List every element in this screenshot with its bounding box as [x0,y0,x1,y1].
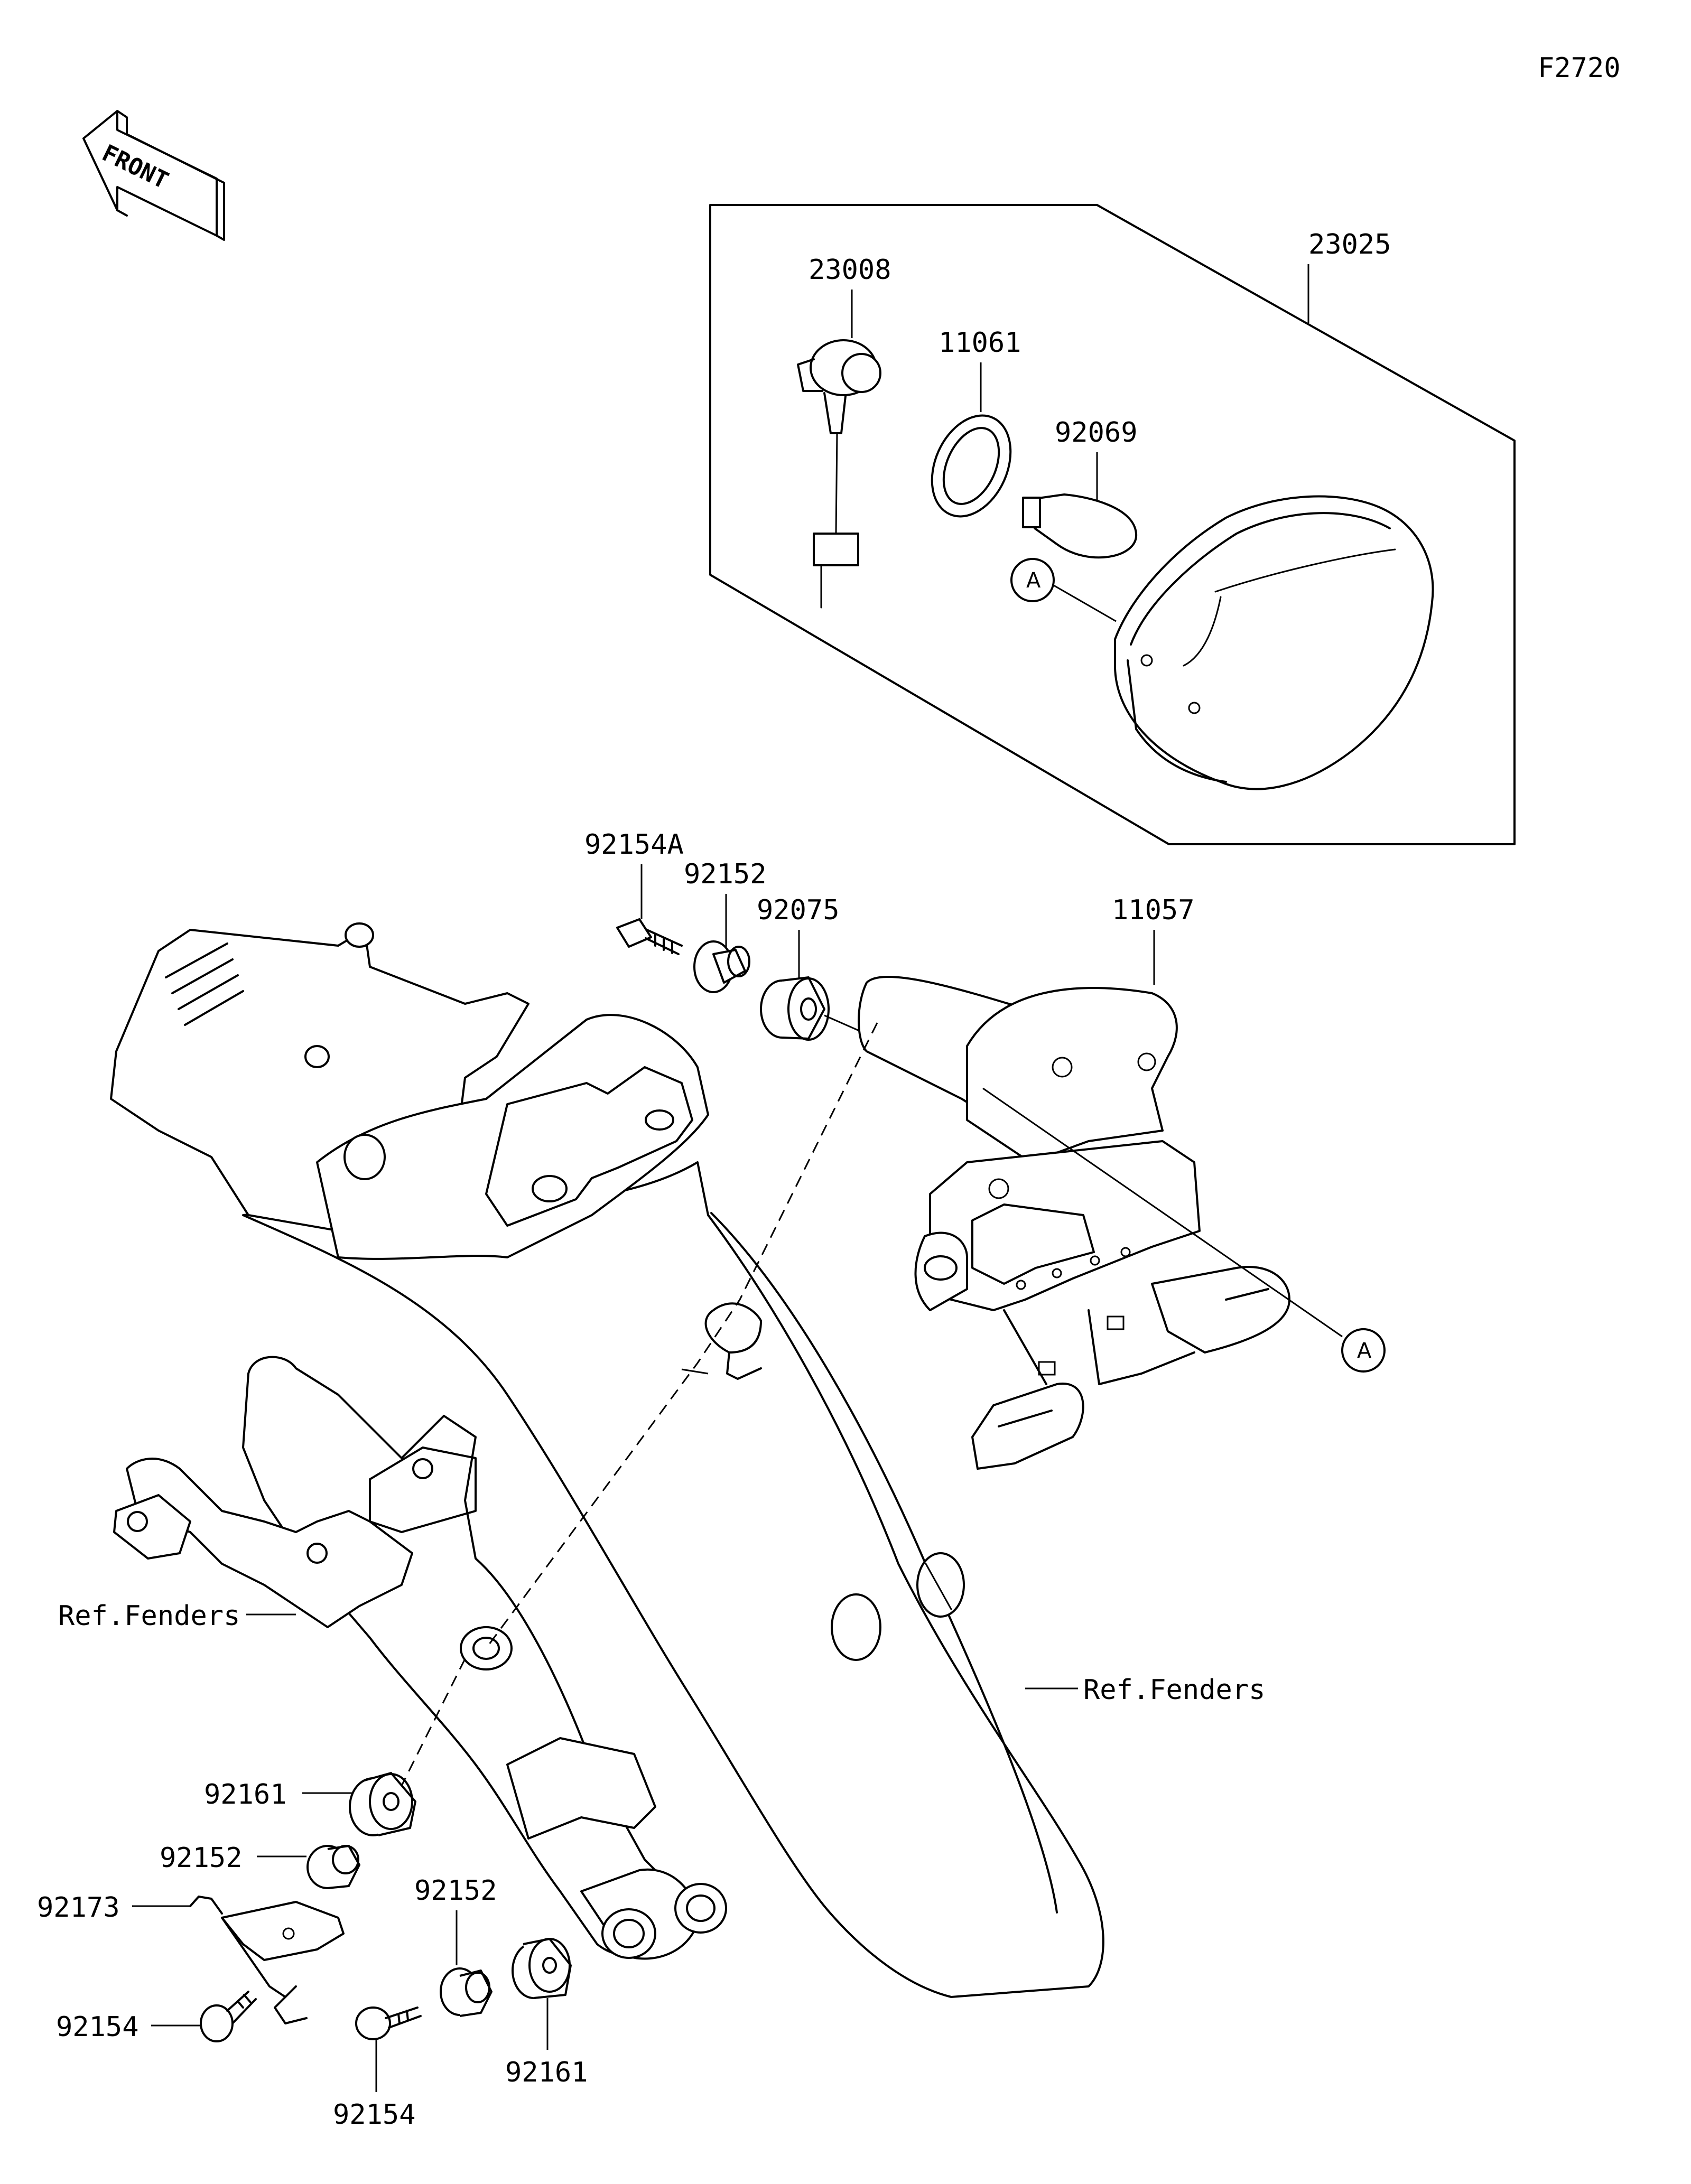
bulb-socket-icon [797,339,881,609]
alignment-dashed-line-lower [401,1658,466,1786]
front-arrow-icon: FRONT [82,110,225,241]
label-ref-fenders-left: Ref.Fenders [58,1600,240,1632]
rear-fender-icon [242,1161,1104,1998]
diagram-id: F2720 [1538,52,1621,84]
label-23008: 23008 [809,254,891,286]
screw-92154-bottom-icon [355,2006,422,2040]
label-92152-left: 92152 [160,1842,243,1874]
tail-lamp-lens-icon [1114,495,1434,790]
mark-a-lower-text: A [1357,1339,1372,1363]
bolt-92154A-icon [616,918,683,955]
grommet-92161-lower-icon [512,1938,572,1999]
grommet-92075-icon [760,976,830,1041]
collar-92152-lower-icon [440,1967,493,2017]
label-11061: 11061 [939,327,1021,359]
clip-92173-icon [189,1896,345,2024]
label-92154-left: 92154 [56,2011,139,2043]
bulb-icon [1022,493,1138,559]
label-92161-lower: 92161 [505,2057,588,2088]
label-92069: 92069 [1055,417,1138,449]
label-92173: 92173 [37,1892,120,1924]
seal-ring-icon [931,414,1012,518]
grommet-92161-upper-icon [349,1772,416,1836]
label-92154-bottom: 92154 [333,2099,416,2131]
license-bracket-11057-icon [858,976,1290,1470]
collar-92152-top-icon [693,940,750,993]
label-92152-top: 92152 [684,858,767,890]
reference-mark-a-lower [1341,1328,1386,1373]
label-92075: 92075 [757,894,840,926]
fender-rail-structure-icon [110,922,762,1380]
alignment-dashed-line [485,1022,878,1649]
collar-92152-left-icon [306,1845,360,1889]
screw-92154-left-icon [200,1991,257,2042]
mark-a-upper-text: A [1026,568,1041,593]
label-11057: 11057 [1112,894,1195,926]
label-ref-fenders-right: Ref.Fenders [1083,1674,1265,1706]
label-23025: 23025 [1308,229,1391,260]
label-92152-lower: 92152 [414,1875,497,1907]
reference-mark-a-upper [1010,558,1055,602]
tail-lamp-assembly-box [709,204,1516,845]
label-92154A: 92154A [584,829,684,861]
label-92161-upper: 92161 [204,1779,287,1810]
rear-frame-subrail-icon [113,1356,727,1960]
